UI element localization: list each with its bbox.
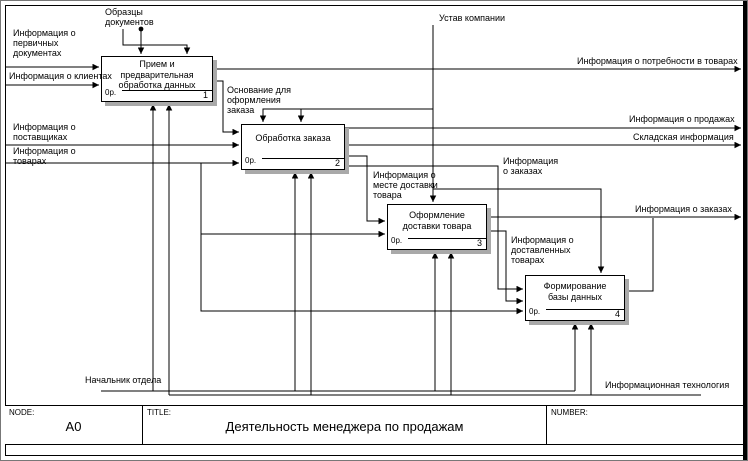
node-caption: NODE: (9, 408, 35, 417)
label-control-charter: Устав компании (439, 13, 506, 23)
box-divider (408, 238, 486, 239)
label-output-warehouse: Складская информация (633, 132, 734, 142)
activity-cost: 0р. (529, 307, 541, 316)
number-cell: NUMBER: (547, 406, 744, 444)
arrow-charter-to-box2a (259, 108, 433, 122)
page-right-border (743, 1, 747, 460)
label-input-primary-docs: Информация о первичных документах (13, 28, 76, 58)
label-input-goods: Информация о товарах (13, 146, 76, 166)
label-control-doc-samples: Образцы документов (105, 7, 154, 27)
arrow-delivered-goods (487, 230, 523, 305)
arrow-delivery-place (345, 155, 385, 225)
activity-title: Прием и предварительная обработка данных (118, 59, 196, 90)
line-box4-merge (625, 218, 654, 292)
label-input-suppliers: Информация о поставщиках (13, 122, 76, 142)
label-mech-it: Информационная технология (605, 380, 730, 390)
diagram-title: Деятельность менеджера по продажам (225, 419, 464, 434)
label-output-need-goods: Информация о потребности в товарах (577, 56, 738, 66)
activity-cost: 0р. (105, 88, 117, 97)
label-input-clients: Информация о клиентах (9, 71, 112, 81)
activity-box-4[interactable]: Формирование базы данных 0р. 4 (525, 275, 625, 321)
box-divider (122, 90, 212, 91)
node-value: А0 (65, 419, 82, 434)
arrow-orders-to-box4 (345, 165, 523, 293)
activity-number: 2 (334, 158, 340, 168)
activity-title: Формирование базы данных (543, 281, 607, 302)
label-output-orders: Информация о заказах (635, 204, 732, 214)
activity-title: Оформление доставки товара (402, 210, 472, 231)
label-mech-department-head: Начальник отдела (85, 375, 162, 385)
title-cell: TITLE: Деятельность менеджера по продажа… (143, 406, 547, 444)
junction-dot (138, 26, 144, 32)
label-flow-delivery-place: Информация о месте доставки товара (373, 170, 438, 200)
activity-cost: 0р. (391, 236, 403, 245)
title-caption: TITLE: (147, 408, 172, 417)
box-divider (262, 158, 344, 159)
activity-number: 4 (614, 309, 620, 319)
activity-title: Обработка заказа (255, 133, 331, 143)
arrow-order-basis (213, 80, 239, 136)
label-flow-order-basis: Основание для оформления заказа (227, 85, 292, 115)
arrow-goods-to-box3 (200, 163, 385, 238)
activity-number: 1 (202, 90, 208, 100)
activity-number: 3 (476, 238, 482, 248)
label-flow-orders-info: Информация о заказах (503, 156, 559, 176)
arrow-doc-samples-1 (122, 29, 191, 54)
label-output-sales: Информация о продажах (629, 114, 735, 124)
activity-box-3[interactable]: Оформление доставки товара 0р. 3 (387, 204, 487, 250)
number-caption: NUMBER: (551, 408, 588, 417)
title-bar: NODE: А0 TITLE: Деятельность менеджера п… (5, 405, 744, 445)
arrow-charter-to-box4 (433, 188, 605, 273)
arrow-goods-to-box4 (200, 234, 523, 315)
activity-box-2[interactable]: Обработка заказа 0р. 2 (241, 124, 345, 170)
activity-box-1[interactable]: Прием и предварительная обработка данных… (101, 56, 213, 102)
label-flow-delivered-goods: Информация о доставленных товарах (511, 235, 574, 265)
box-divider (546, 309, 624, 310)
activity-cost: 0р. (245, 156, 257, 165)
node-cell: NODE: А0 (5, 406, 143, 444)
